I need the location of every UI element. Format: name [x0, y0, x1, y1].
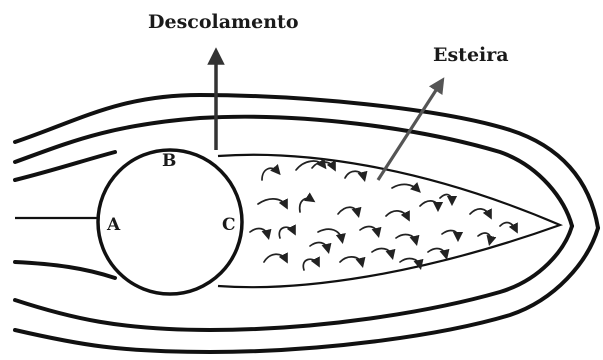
- point-c-label: C: [222, 215, 236, 235]
- wake-label: Esteira: [433, 44, 509, 66]
- separation-label: Descolamento: [148, 11, 299, 33]
- streamline-bottom-middle: [15, 226, 572, 330]
- streamline-bottom-inner: [15, 262, 115, 278]
- wake-eddies: [250, 161, 516, 270]
- point-a-label: A: [106, 215, 121, 235]
- wake-boundary: [218, 155, 560, 287]
- point-b-label: B: [162, 151, 176, 171]
- wake-arrow: [378, 84, 440, 180]
